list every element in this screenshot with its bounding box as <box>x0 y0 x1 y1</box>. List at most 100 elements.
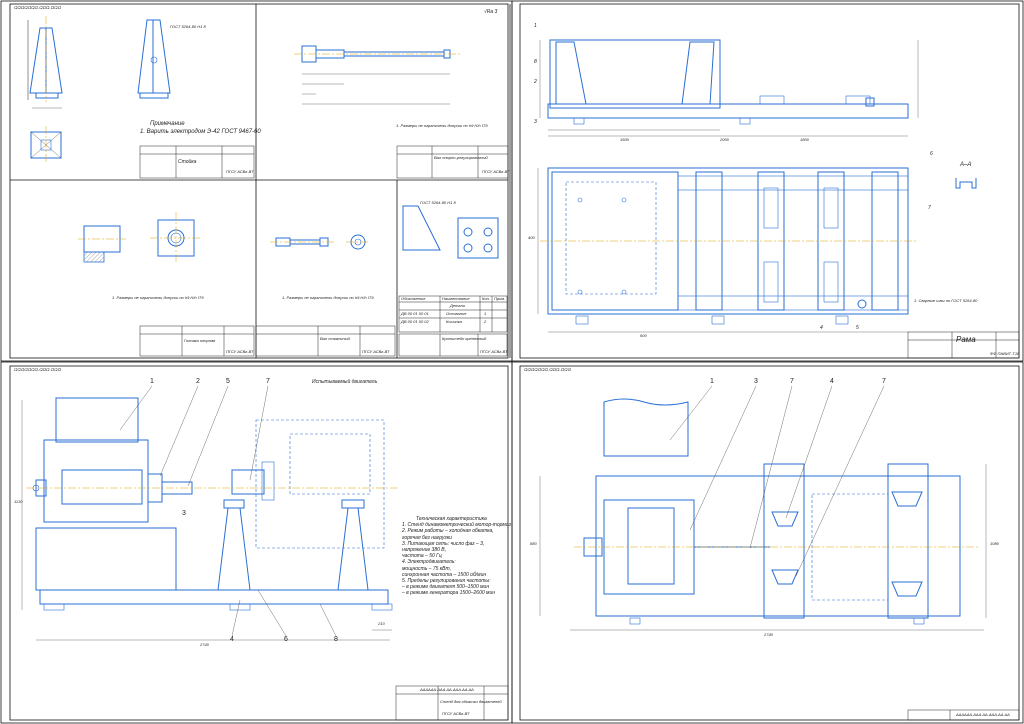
spec-row-3-qty: 2 <box>484 319 487 324</box>
frame-callout-8: 8 <box>534 59 537 65</box>
frame-section-label: А–А <box>960 162 972 168</box>
frame-dim-5: 600 <box>640 333 647 338</box>
frame-callout-3: 3 <box>534 119 537 125</box>
frame-note: 1. Сварные швы по ГОСТ 5264-80 <box>914 298 978 303</box>
frame-section-aa <box>955 178 977 189</box>
details-title-blocks <box>139 145 509 357</box>
golovka-name: Головка опорная <box>184 338 216 343</box>
top-callout-7a: 7 <box>790 378 794 385</box>
golovka-drawing <box>78 212 200 263</box>
frame-top-view <box>537 167 918 333</box>
spec-line-4: 3. Питающая сеть: число фаз – 3, <box>402 540 485 547</box>
stoyka-weld-ref: ГОСТ 5264-80 Н1 8 <box>170 24 206 29</box>
spec-line-11: – в режиме двигателя 500–1500 мин <box>402 584 490 591</box>
top-callout-7b: 7 <box>882 378 886 385</box>
stoyka-name: Стойка <box>178 159 197 165</box>
top-dim-width: 880 <box>530 541 537 546</box>
technical-specs: Техническая характеристика 1. Стенд дина… <box>402 516 511 597</box>
frame-callout-2: 2 <box>534 79 537 85</box>
val2-school: ПГСУ АСВг-ВТ <box>362 349 390 354</box>
val-note: 1. Размеры не ограничены допуски по h9 H… <box>396 123 488 128</box>
front-callout-1: 1 <box>150 378 154 385</box>
spec-row-1-name: Детали <box>450 303 465 308</box>
details-subpanels <box>10 4 511 358</box>
top-dim-width2: 1080 <box>990 541 999 546</box>
front-callout-8: 8 <box>334 636 338 643</box>
front-dim-height: 1130 <box>14 499 23 504</box>
val-roughness: √Ra 3 <box>484 9 498 15</box>
kronshtein-weld-ref: ГОСТ 5264-80 Н1 8 <box>420 200 456 205</box>
top-callout-3: 3 <box>754 378 758 385</box>
spec-line-1: 1. Стенд динамометрический мотор-тормоз <box>402 522 511 529</box>
spec-line-6: частота – 50 Гц <box>402 553 442 560</box>
assembly-front-title: Стенд для обкатки двигателей <box>440 699 502 704</box>
frame-dim-4: 400 <box>528 235 535 240</box>
frame-side-view <box>539 39 919 137</box>
front-callout-4: 4 <box>230 636 234 643</box>
front-dim-small: 210 <box>378 621 385 626</box>
stoyka-note-line: 1. Варить электродом Э-42 ГОСТ 9467-60 <box>140 129 261 135</box>
assembly-top-view <box>539 398 987 631</box>
val-school: ПГСУ АСВг-ВТ <box>482 169 510 174</box>
spec-header-qty: Кол. <box>482 296 490 301</box>
stoyka-note-title: Примечание <box>150 121 185 127</box>
front-callout-2: 2 <box>196 378 200 385</box>
val-drawing <box>294 45 460 105</box>
spec-line-10: 5. Пределы регулирования частоты: <box>402 578 491 585</box>
front-dim-length: 2740 <box>200 642 209 647</box>
stand-details-code-label: ΩΩΩΩΩΩΩ.ΩΩΩ.ΩΩΩ <box>14 5 62 10</box>
spec-line-2: 2. Режим работы – холодная обкатка, <box>402 528 494 535</box>
spec-line-12: – в режиме генератора 1500–2600 мин <box>402 590 495 597</box>
spec-header-name: Наименование <box>442 296 470 301</box>
stoyka-school: ПГСУ АСВг-ВТ <box>226 169 254 174</box>
frame-title-block <box>907 331 1020 359</box>
spec-row-2-name: Основание <box>446 311 467 316</box>
specs-title: Техническая характеристика <box>416 516 487 522</box>
spec-row-2-qty: 1 <box>484 311 487 316</box>
assembly-front-code-label: ΩΩΩΩΩΩΩ.ΩΩΩ.ΩΩΩ <box>14 367 62 372</box>
spec-header-note: Прим. <box>494 296 506 301</box>
spec-line-7: 4. Электродвигатель: <box>402 559 456 566</box>
frame-callout-1: 1 <box>534 23 537 29</box>
val2-name: Вал стяжочный <box>320 336 350 341</box>
assembly-top-doc-code: ΔΔΔΔΔΔ.ΔΔΔ.ΔΔ.ΔΔΔ.ΔΔ.ΔΔ <box>956 712 1010 717</box>
assembly-front-doc-code: ΔΔΔΔΔΔ.ΔΔΔ.ΔΔ.ΔΔΔ.ΔΔ.ΔΔ <box>420 687 474 692</box>
front-callout-5: 5 <box>226 378 230 385</box>
tested-engine-label: Испытываемый двигатель <box>312 379 378 385</box>
frame-callout-7: 7 <box>928 205 931 211</box>
spec-line-8: мощность – 75 кВт, <box>402 565 451 572</box>
frame-callout-6: 6 <box>930 151 933 157</box>
kronshtein-drawing <box>398 205 508 333</box>
assembly-front-title-block <box>395 685 509 721</box>
spec-header-designation: Обозначение <box>401 296 426 301</box>
assembly-top-title-block <box>907 709 1020 721</box>
spec-line-9: синхронная частота – 1500 об/мин <box>402 571 487 578</box>
kronshtein-name: Кронштейн крепежный <box>442 336 487 341</box>
frame-dim-1: 1600 <box>620 137 629 142</box>
top-callout-4: 4 <box>830 378 834 385</box>
frame-school: ФФ ПАВИТ-Т18 <box>990 351 1020 356</box>
spec-row-3-name: Косынка <box>446 319 462 324</box>
top-callout-1: 1 <box>710 378 714 385</box>
val2-drawing <box>270 234 370 250</box>
front-callout-6: 6 <box>284 636 288 643</box>
frame-callout-4: 4 <box>820 325 823 331</box>
front-callout-7: 7 <box>266 378 270 385</box>
frame-callout-5: 5 <box>856 325 859 331</box>
frame-dim-3: 1800 <box>800 137 809 142</box>
kronshtein-school: ПГСУ АСВг-ВТ <box>480 349 508 354</box>
front-callout-3: 3 <box>182 510 186 517</box>
golovka-school: ПГСУ АСВг-ВТ <box>226 349 254 354</box>
frame-title: Рама <box>956 335 976 344</box>
top-dim-length: 2740 <box>764 632 773 637</box>
spec-row-3-designation: ДВ 00 01 00 02 <box>401 319 429 324</box>
val2-note: 1. Размеры не ограничены допуски по h9 H… <box>282 295 374 300</box>
golovka-note: 1. Размеры не ограничены допуски по h9 H… <box>112 295 204 300</box>
spec-line-5: напряжение 380 В, <box>402 547 447 554</box>
assembly-front-view <box>21 397 400 641</box>
stoyka-drawing <box>27 16 171 164</box>
assembly-front-school: ПГСУ АСВг-ВТ <box>442 711 470 716</box>
frame-dim-2: 2000 <box>720 137 729 142</box>
